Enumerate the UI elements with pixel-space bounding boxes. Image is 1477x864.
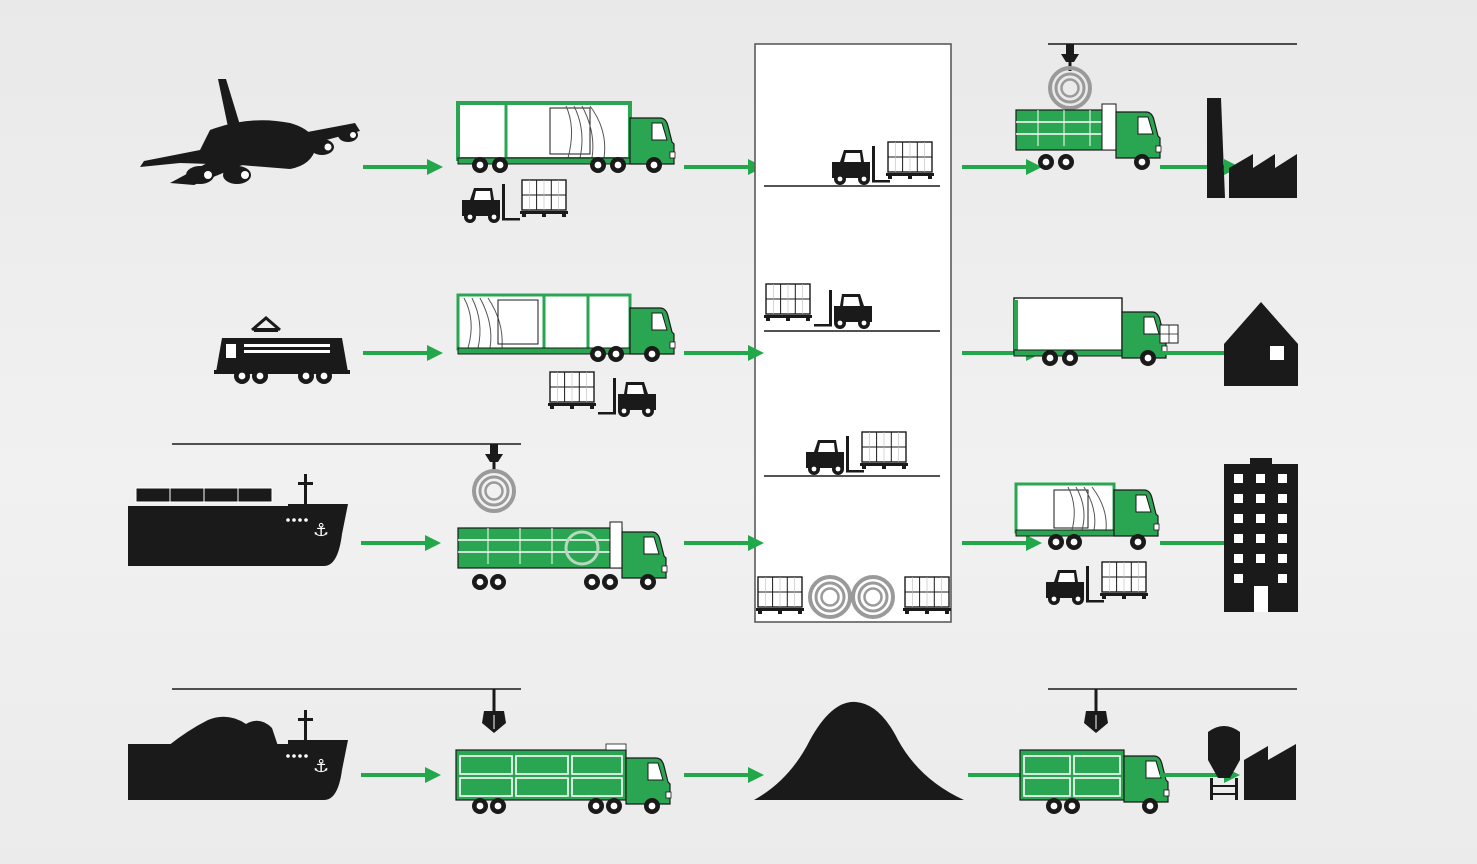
flow-arrow: [962, 535, 1042, 551]
container-ship-icon: ⚓: [128, 474, 348, 566]
svg-text:⚓: ⚓: [313, 520, 329, 541]
office-building-icon: [1224, 458, 1298, 612]
flow-arrow: [363, 345, 443, 361]
crane-hook-icon: [485, 444, 503, 471]
bulk-pile-icon: [754, 702, 964, 800]
bulk-tipper-truck-icon: [456, 744, 671, 814]
curtain-side-truck-icon: [1016, 484, 1159, 550]
forklift-icon: [1046, 562, 1148, 605]
factory-icon: [1207, 98, 1297, 198]
flatbed-truck-with-coil-icon: [1016, 104, 1161, 170]
electric-locomotive-icon: [214, 318, 350, 384]
svg-text:⚓: ⚓: [313, 756, 329, 777]
forklift-icon: [462, 180, 568, 223]
flow-arrow: [684, 535, 764, 551]
coil-icon: [1050, 68, 1090, 108]
grab-bucket-icon: [1084, 689, 1108, 733]
forklift-icon: [548, 372, 656, 417]
flow-arrow: [361, 767, 441, 783]
grab-bucket-icon: [482, 689, 506, 733]
flow-arrow: [363, 159, 443, 175]
flatbed-truck-with-coil-icon: [458, 522, 667, 590]
bulk-carrier-ship-icon: ⚓: [128, 710, 348, 800]
silo-factory-icon: [1208, 726, 1296, 800]
parcel-icon: [1160, 325, 1178, 343]
curtain-side-truck-icon: [458, 295, 675, 362]
airplane-icon: [140, 79, 360, 185]
flow-arrow: [361, 535, 441, 551]
flow-arrow: [684, 345, 764, 361]
box-truck-icon: [1014, 298, 1167, 366]
coil-icon: [474, 471, 514, 511]
warehouse-storage-icon: [755, 44, 951, 622]
flow-arrow: [962, 159, 1042, 175]
flow-arrow: [684, 159, 764, 175]
curtain-side-truck-icon: [458, 103, 675, 173]
flow-arrow: [684, 767, 764, 783]
flow-arrow: [1160, 159, 1240, 175]
bulk-tipper-truck-icon: [1020, 750, 1169, 814]
house-icon: [1224, 302, 1298, 386]
